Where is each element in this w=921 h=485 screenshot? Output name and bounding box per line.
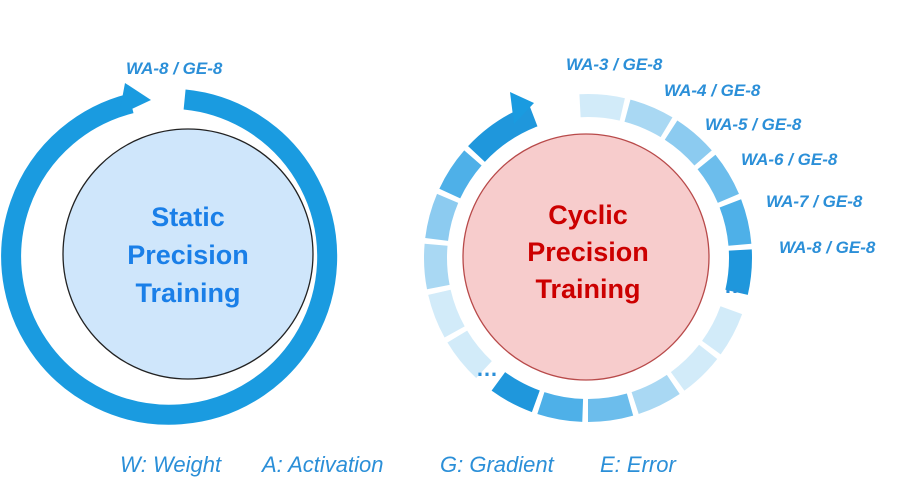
cyclic-ring-segment xyxy=(425,193,459,241)
cyclic-center-circle xyxy=(462,133,710,381)
cyclic-label-wa4: WA-4 / GE-8 xyxy=(664,81,761,100)
static-precision-cycle: Static Precision Training WA-8 / GE-8 xyxy=(1,59,338,425)
cyclic-title-line-1: Cyclic xyxy=(548,200,628,230)
cyclic-label-wa5: WA-5 / GE-8 xyxy=(705,115,802,134)
static-cycle-arrowhead xyxy=(119,83,151,115)
cyclic-ring-segment xyxy=(447,330,492,378)
cyclic-ring-segment xyxy=(631,374,680,414)
cyclic-cycle-arrowhead xyxy=(510,92,534,124)
cyclic-label-wa7: WA-7 / GE-8 xyxy=(766,192,863,211)
legend: W: Weight A: Activation G: Gradient E: E… xyxy=(120,452,677,477)
cyclic-ring-segment xyxy=(439,150,482,199)
cyclic-ellipsis-bottom: … xyxy=(476,356,498,381)
cyclic-ring-segment xyxy=(670,344,718,391)
cyclic-ring-segment xyxy=(491,372,540,413)
legend-weight: W: Weight xyxy=(120,452,222,477)
cyclic-ring-segment xyxy=(725,249,752,295)
cyclic-label-wa8: WA-8 / GE-8 xyxy=(779,238,876,257)
legend-gradient: G: Gradient xyxy=(440,452,555,477)
cyclic-ring-segment xyxy=(428,289,465,338)
cyclic-ring-segment xyxy=(719,199,752,246)
static-title-line-1: Static xyxy=(151,202,225,232)
cyclic-ring-segment xyxy=(424,243,450,290)
legend-error: E: Error xyxy=(600,452,677,477)
static-title-line-2: Precision xyxy=(127,240,249,270)
static-cycle-ring xyxy=(1,89,338,425)
legend-activation: A: Activation xyxy=(260,452,383,477)
cyclic-ellipsis-right: … xyxy=(724,273,746,298)
cyclic-ring-segment xyxy=(468,104,538,162)
cyclic-label-wa6: WA-6 / GE-8 xyxy=(741,150,838,169)
cyclic-title-line-3: Training xyxy=(535,274,640,304)
cyclic-title-line-2: Precision xyxy=(527,237,649,267)
cyclic-ring-segment xyxy=(624,99,673,138)
cyclic-ring-segment xyxy=(588,393,634,422)
static-title-line-3: Training xyxy=(135,278,240,308)
cyclic-segment-ring xyxy=(424,94,752,422)
cyclic-ring-segment xyxy=(537,392,584,422)
cyclic-ring-segment xyxy=(697,154,739,203)
cyclic-ring-segment xyxy=(579,94,625,121)
cyclic-precision-cycle: Cyclic Precision Training WA-3 / GE-8 WA… xyxy=(424,55,876,422)
cyclic-ring-segment xyxy=(702,306,743,355)
cyclic-label-wa3: WA-3 / GE-8 xyxy=(566,55,663,74)
static-center-circle xyxy=(62,128,314,380)
static-precision-label: WA-8 / GE-8 xyxy=(126,59,223,78)
cyclic-ring-segment xyxy=(664,120,712,166)
